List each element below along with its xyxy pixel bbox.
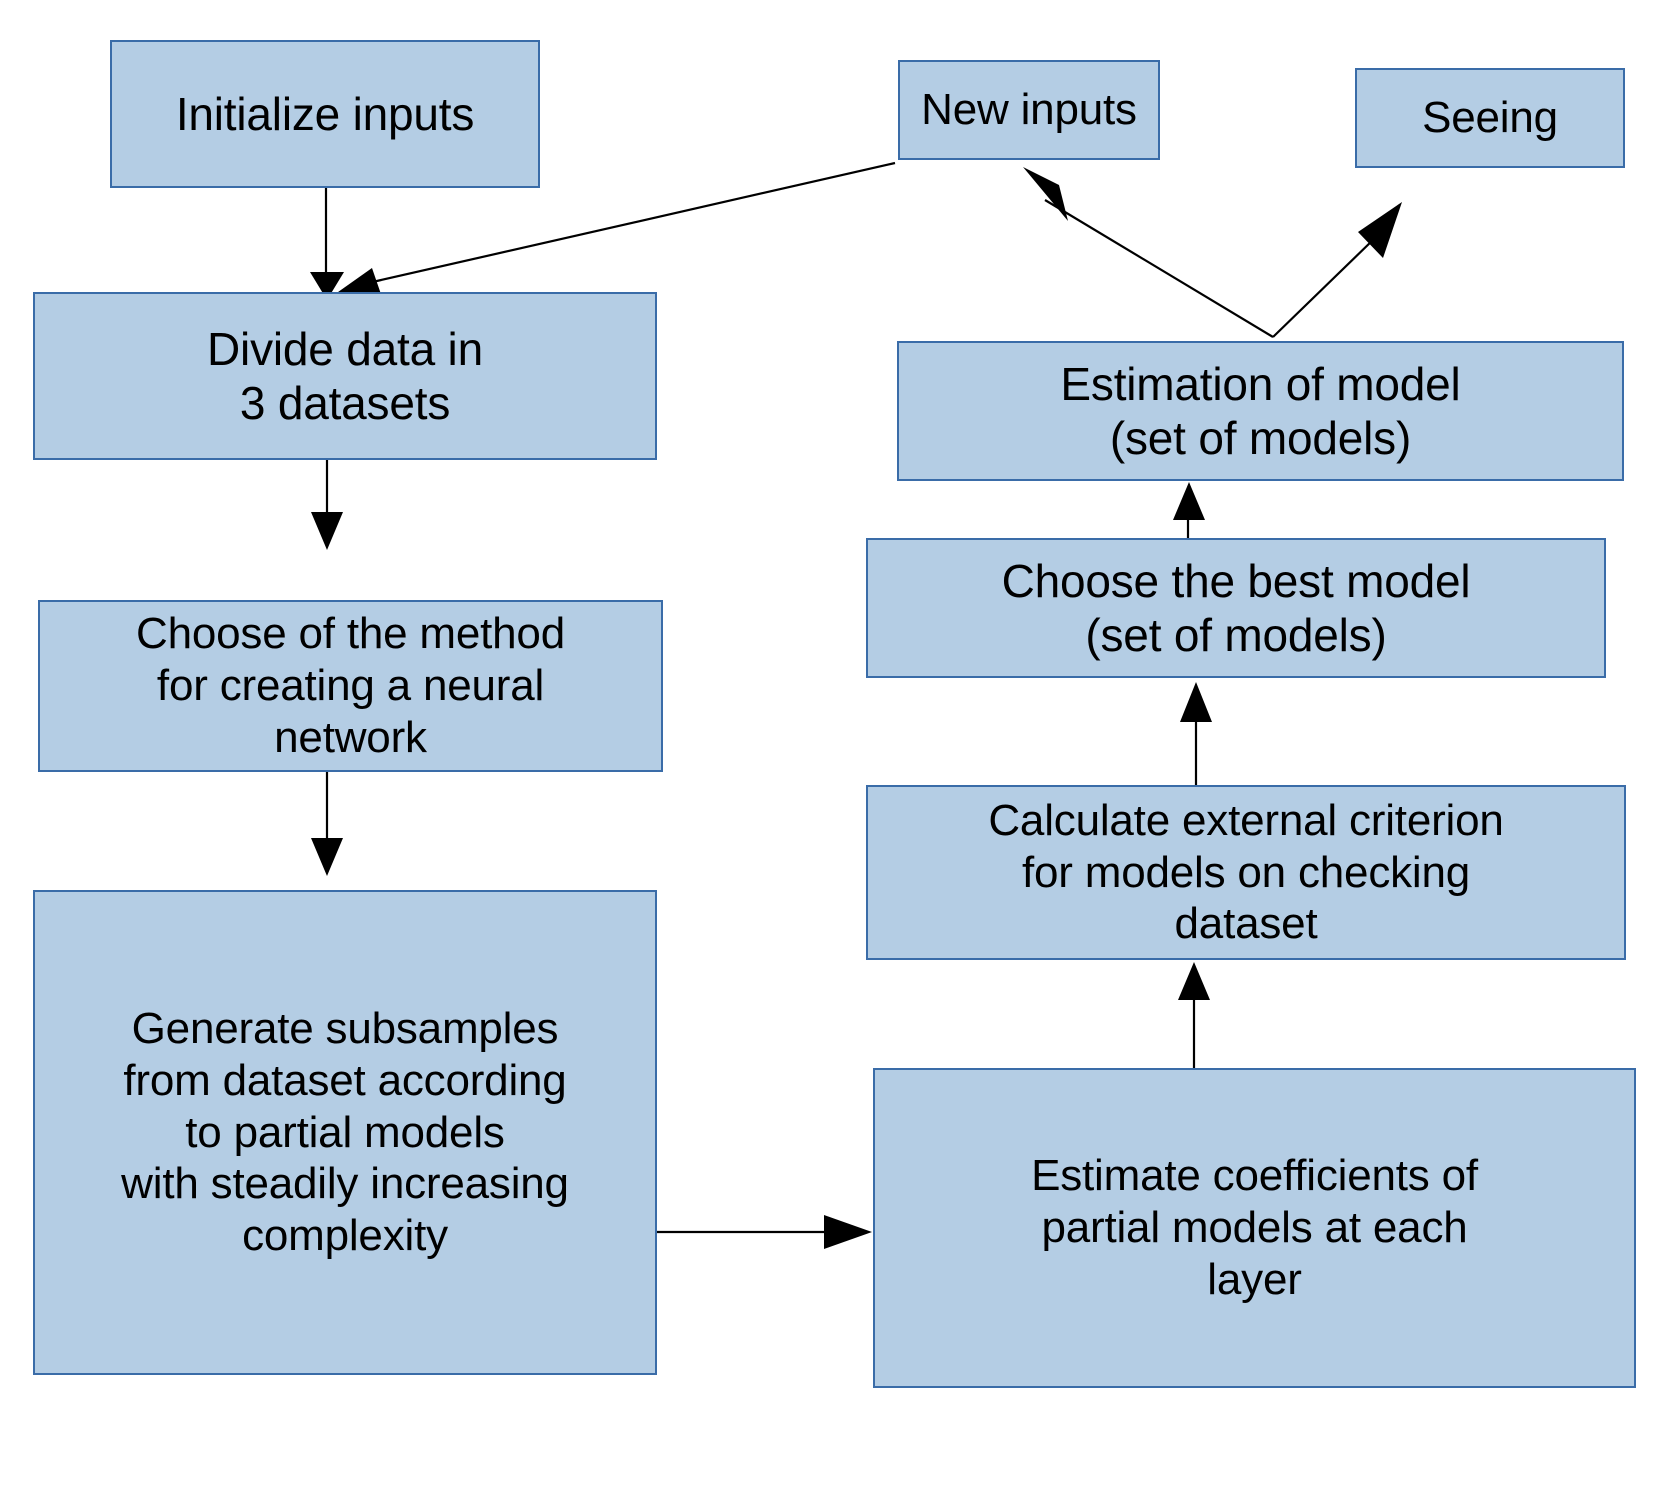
- edge-estimate-coefficients-to-calculate: [1178, 962, 1210, 1068]
- node-generate-subsamples[interactable]: Generate subsamples from dataset accordi…: [33, 890, 657, 1375]
- node-seeing[interactable]: Seeing: [1355, 68, 1625, 168]
- edge-estimation-to-seeing: [1272, 202, 1402, 338]
- edge-estimation-to-new-inputs: [1023, 167, 1274, 338]
- node-estimation-of-model[interactable]: Estimation of model (set of models): [897, 341, 1624, 481]
- edge-generate-to-estimate-coefficients: [657, 1215, 872, 1249]
- edge-calculate-to-choose-best: [1180, 682, 1212, 785]
- edge-divide-to-choose-method: [311, 460, 343, 550]
- edge-choose-best-to-estimation: [1173, 482, 1205, 538]
- node-choose-best-model[interactable]: Choose the best model (set of models): [866, 538, 1606, 678]
- node-calculate-external-criterion[interactable]: Calculate external criterion for models …: [866, 785, 1626, 960]
- node-initialize-inputs[interactable]: Initialize inputs: [110, 40, 540, 188]
- node-new-inputs[interactable]: New inputs: [898, 60, 1160, 160]
- node-estimate-coefficients[interactable]: Estimate coefficients of partial models …: [873, 1068, 1636, 1388]
- edge-choose-method-to-generate: [311, 772, 343, 876]
- node-choose-method[interactable]: Choose of the method for creating a neur…: [38, 600, 663, 772]
- node-divide-data[interactable]: Divide data in 3 datasets: [33, 292, 657, 460]
- edge-initialize-to-divide: [310, 188, 344, 300]
